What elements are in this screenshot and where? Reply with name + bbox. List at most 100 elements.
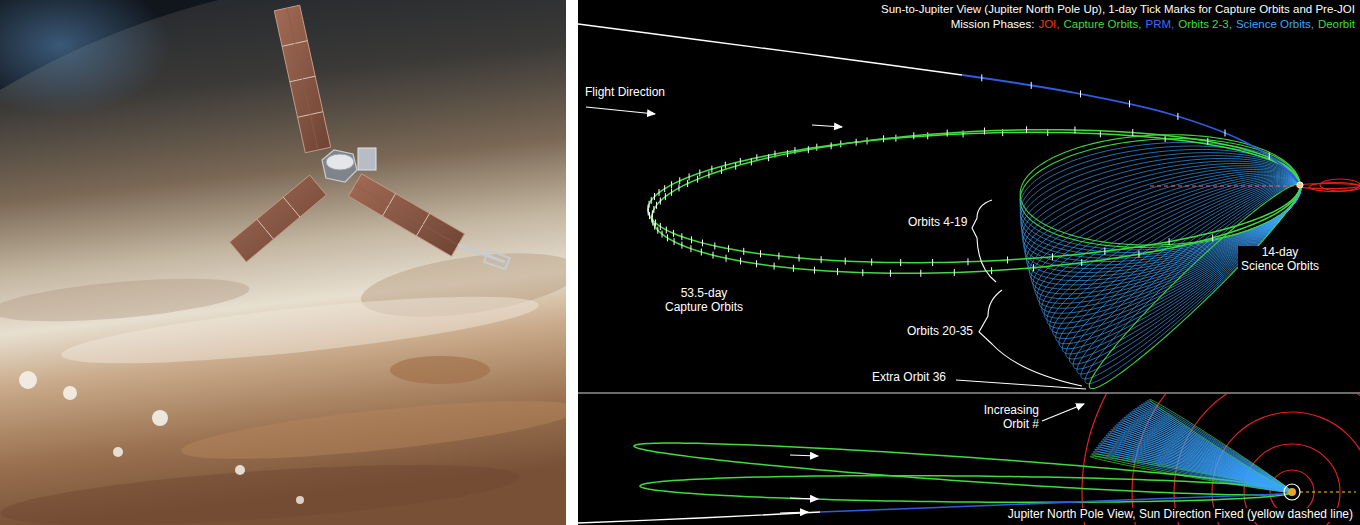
day-tick	[1129, 100, 1130, 107]
direction-arrow	[790, 455, 818, 456]
day-tick	[687, 180, 688, 187]
legend-text: Deorbit	[1318, 18, 1355, 30]
orbit-label: Flight Direction	[585, 86, 665, 100]
leader-line	[956, 380, 1086, 389]
white-oval	[235, 465, 245, 475]
orbit-ring	[1132, 394, 1360, 525]
direction-arrow	[790, 498, 818, 499]
day-tick	[654, 193, 655, 200]
day-tick	[691, 236, 692, 243]
day-tick	[947, 130, 948, 137]
capture-orbit	[640, 476, 1292, 503]
view-separator	[578, 392, 1360, 393]
day-tick	[883, 135, 884, 142]
dashed-axis	[1150, 186, 1296, 187]
day-tick	[674, 238, 675, 245]
orbit-label: Orbits 20-35	[905, 325, 975, 339]
science-orbit	[1081, 184, 1301, 379]
solar-array	[348, 174, 464, 256]
legend-text: Orbits 2-3,	[1178, 18, 1232, 30]
day-tick	[793, 265, 794, 272]
day-tick	[713, 252, 714, 259]
day-tick	[702, 239, 703, 246]
day-tick	[649, 201, 650, 208]
array-seam	[355, 185, 458, 245]
science-orbit	[1149, 399, 1292, 492]
cloud-swirl	[390, 356, 490, 384]
day-tick	[778, 253, 779, 260]
day-tick	[1177, 113, 1178, 120]
day-tick	[1026, 126, 1027, 133]
day-tick	[1212, 234, 1213, 241]
day-tick	[662, 231, 663, 238]
day-tick	[932, 259, 933, 266]
day-tick	[699, 169, 700, 176]
day-tick	[701, 249, 702, 256]
day-tick	[660, 197, 661, 204]
day-tick	[954, 269, 955, 276]
day-tick	[678, 184, 679, 191]
bracket	[972, 200, 996, 282]
science-orbit	[1073, 183, 1301, 369]
day-tick	[660, 223, 661, 230]
orbit-ring	[1174, 394, 1360, 525]
day-tick	[856, 139, 857, 146]
orbit-label: Extra Orbit 36	[870, 371, 948, 385]
legend-text: JOI,	[1038, 18, 1059, 30]
day-tick	[890, 270, 891, 277]
day-tick	[735, 163, 736, 170]
day-tick	[665, 193, 666, 200]
day-tick	[799, 254, 800, 261]
legend-row: Mission Phases:JOI,Capture Orbits,PRM,Or…	[951, 18, 1355, 31]
bracket	[979, 290, 1082, 386]
day-tick	[652, 210, 653, 217]
instrument-box	[358, 148, 376, 170]
orbit-label: Jupiter North Pole View, Sun Direction F…	[1006, 508, 1355, 522]
day-tick	[794, 147, 795, 154]
day-tick	[967, 258, 968, 265]
direction-arrow	[812, 125, 842, 127]
day-tick	[726, 255, 727, 262]
day-tick	[751, 158, 752, 165]
day-tick	[681, 233, 682, 240]
solar-array	[230, 175, 327, 262]
day-tick	[649, 212, 650, 219]
cloud-band	[0, 453, 521, 525]
day-tick	[787, 150, 788, 157]
day-tick	[1132, 129, 1133, 136]
pre-joi-trajectory	[962, 75, 1300, 185]
day-tick	[656, 202, 657, 209]
day-tick	[651, 197, 652, 204]
day-tick	[673, 230, 674, 237]
day-tick	[690, 245, 691, 252]
capture-orbit	[648, 132, 1300, 262]
black-panel	[578, 0, 1360, 525]
sun-direction	[1300, 491, 1356, 492]
day-tick	[814, 267, 815, 274]
day-tick	[768, 154, 769, 161]
direction-arrow	[586, 107, 655, 114]
legend-text: Capture Orbits,	[1064, 18, 1142, 30]
day-tick	[721, 167, 722, 174]
day-tick	[728, 245, 729, 252]
day-tick	[981, 74, 982, 81]
day-tick	[991, 267, 992, 274]
day-tick	[1031, 82, 1032, 89]
jupiter-ring	[1284, 484, 1300, 500]
day-tick	[1225, 129, 1226, 136]
direction-arrow	[780, 512, 808, 513]
day-tick	[1080, 90, 1081, 97]
day-tick	[681, 242, 682, 249]
legend-entry: JOI,	[1038, 18, 1059, 31]
white-oval	[113, 447, 123, 457]
white-oval	[63, 386, 77, 400]
day-tick	[760, 250, 761, 257]
day-tick	[837, 268, 838, 275]
spacecraft-body	[322, 150, 357, 182]
day-tick	[900, 259, 901, 266]
day-tick	[1269, 153, 1270, 160]
science-orbit	[1089, 184, 1300, 388]
day-tick	[653, 206, 654, 213]
array-seam	[238, 185, 318, 252]
day-tick	[774, 263, 775, 270]
